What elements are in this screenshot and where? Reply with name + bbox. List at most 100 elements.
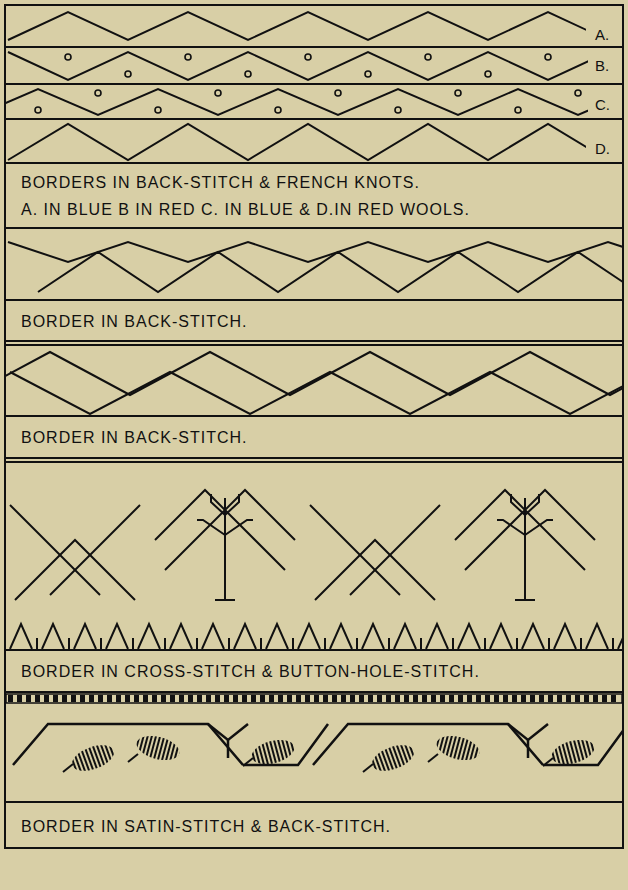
band-rule xyxy=(5,162,623,164)
band-rule xyxy=(5,118,623,120)
button-hole-triangle xyxy=(106,624,128,649)
tree-branch xyxy=(525,494,539,515)
tree-branch xyxy=(197,520,225,535)
band-rule xyxy=(5,83,623,85)
stripe-tick xyxy=(197,695,202,702)
row-letter: B. xyxy=(593,57,611,75)
motif-line xyxy=(50,505,140,595)
button-hole-triangle xyxy=(266,624,288,649)
stripe-tick xyxy=(548,695,553,702)
french-knot xyxy=(575,90,581,96)
button-hole-tick xyxy=(388,638,390,649)
button-hole-triangle xyxy=(298,624,320,649)
stripe-tick xyxy=(521,695,526,702)
stripe-tick xyxy=(98,695,103,702)
zigzag-border xyxy=(8,12,586,40)
button-hole-tick xyxy=(484,638,486,649)
tree-base xyxy=(215,599,235,601)
button-hole-tick xyxy=(68,638,70,649)
stripe-tick xyxy=(71,695,76,702)
french-knot xyxy=(395,107,401,113)
button-hole-tick xyxy=(420,638,422,649)
button-hole-tick xyxy=(164,638,166,649)
zigzag-border xyxy=(8,124,586,160)
french-knot xyxy=(515,107,521,113)
french-knot xyxy=(275,107,281,113)
band-rule xyxy=(5,415,623,417)
button-hole-tick xyxy=(548,638,550,649)
row-letter: C. xyxy=(593,96,612,114)
stripe-tick xyxy=(422,695,427,702)
button-hole-triangle xyxy=(618,624,622,649)
back-stitch-y xyxy=(208,724,248,740)
stripe-tick xyxy=(575,695,580,702)
stripe-tick xyxy=(512,695,517,702)
stripe-tick xyxy=(332,695,337,702)
french-knot xyxy=(335,90,341,96)
caption-text: BORDERS IN BACK-STITCH & FRENCH KNOTS. xyxy=(21,169,607,196)
caption-band: BORDER IN CROSS-STITCH & BUTTON-HOLE-STI… xyxy=(7,652,621,691)
stripe-tick xyxy=(125,695,130,702)
stripe-tick xyxy=(161,695,166,702)
stripe-tick xyxy=(260,695,265,702)
stripe-tick xyxy=(314,695,319,702)
button-hole-tick xyxy=(292,638,294,649)
button-hole-tick xyxy=(228,638,230,649)
satin-leaf xyxy=(434,732,482,765)
button-hole-triangle xyxy=(394,624,416,649)
stripe-tick xyxy=(584,695,589,702)
button-hole-triangle xyxy=(10,624,32,649)
french-knot xyxy=(125,71,131,77)
stripe-tick xyxy=(593,695,598,702)
tree-branch xyxy=(511,494,525,515)
button-hole-triangle xyxy=(522,624,544,649)
stripe-tick xyxy=(107,695,112,702)
stripe-tick xyxy=(35,695,40,702)
button-hole-tick xyxy=(260,638,262,649)
leaf-stem xyxy=(428,754,438,762)
stripe-tick xyxy=(494,695,499,702)
button-hole-tick xyxy=(452,638,454,649)
caption-text: BORDER IN CROSS-STITCH & BUTTON-HOLE-STI… xyxy=(21,658,607,685)
stripe-tick xyxy=(233,695,238,702)
french-knot xyxy=(545,54,551,60)
stripe-tick xyxy=(530,695,535,702)
stripe-tick xyxy=(26,695,31,702)
button-hole-triangle xyxy=(330,624,352,649)
button-hole-tick xyxy=(324,638,326,649)
french-knot xyxy=(455,90,461,96)
stripe-tick xyxy=(305,695,310,702)
stripe-tick xyxy=(188,695,193,702)
band-rule xyxy=(5,344,623,346)
button-hole-triangle xyxy=(362,624,384,649)
stripe-tick xyxy=(485,695,490,702)
french-knot xyxy=(95,90,101,96)
stripe-tick xyxy=(17,695,22,702)
zigzag-border xyxy=(8,52,588,80)
leaf-stem xyxy=(128,754,138,762)
stripe-tick xyxy=(116,695,121,702)
row-letter: D. xyxy=(593,140,612,158)
row-letter: A. xyxy=(593,26,611,44)
tree-base xyxy=(515,599,535,601)
stripe-tick xyxy=(602,695,607,702)
leaf-stem xyxy=(63,764,73,772)
button-hole-triangle xyxy=(202,624,224,649)
stripe-tick xyxy=(611,695,616,702)
caption-text: BORDER IN BACK-STITCH. xyxy=(21,308,607,335)
satin-leaf xyxy=(369,740,418,776)
stripe-tick xyxy=(503,695,508,702)
stripe-tick xyxy=(566,695,571,702)
back-stitch-y xyxy=(227,740,230,758)
stripe-tick xyxy=(143,695,148,702)
stripe-tick xyxy=(323,695,328,702)
caption-band: BORDER IN SATIN-STITCH & BACK-STITCH. xyxy=(7,806,621,847)
caption-band: BORDERS IN BACK-STITCH & FRENCH KNOTS.A.… xyxy=(7,165,621,227)
stripe-tick xyxy=(179,695,184,702)
french-knot xyxy=(35,107,41,113)
stripe-tick xyxy=(296,695,301,702)
motif-line xyxy=(350,505,440,595)
french-knot xyxy=(245,71,251,77)
stripe-tick xyxy=(287,695,292,702)
